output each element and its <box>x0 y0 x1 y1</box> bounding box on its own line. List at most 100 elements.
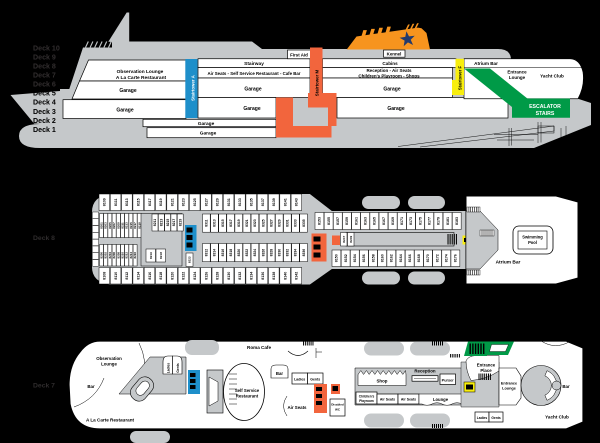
svg-text:WC: WC <box>335 408 341 412</box>
svg-text:8117: 8117 <box>148 198 152 206</box>
svg-text:8179: 8179 <box>437 217 441 225</box>
svg-text:Lounge: Lounge <box>101 362 117 367</box>
svg-text:8219: 8219 <box>178 219 182 227</box>
svg-text:8181: 8181 <box>446 217 450 225</box>
svg-text:8130: 8130 <box>227 272 231 280</box>
svg-text:A La Carte Restaurant: A La Carte Restaurant <box>86 418 135 423</box>
svg-text:8327: 8327 <box>269 219 273 227</box>
svg-text:Yacht Club: Yacht Club <box>540 74 564 79</box>
svg-text:8211: 8211 <box>153 219 157 226</box>
svg-text:8318: 8318 <box>229 249 233 257</box>
svg-text:8215: 8215 <box>166 219 170 227</box>
svg-text:8208: 8208 <box>116 252 120 259</box>
svg-text:Self Service: Self Service <box>235 388 260 393</box>
svg-text:8223: 8223 <box>188 256 192 263</box>
svg-text:8217: 8217 <box>172 219 176 227</box>
svg-text:8219: 8219 <box>137 222 141 229</box>
svg-text:Deck 1: Deck 1 <box>33 126 56 134</box>
svg-text:8247: 8247 <box>342 236 346 243</box>
svg-text:8163: 8163 <box>363 217 367 225</box>
svg-text:Garage: Garage <box>116 108 133 114</box>
svg-text:Swimming: Swimming <box>522 235 543 240</box>
svg-text:8113: 8113 <box>125 198 129 206</box>
svg-text:8159: 8159 <box>345 217 349 225</box>
svg-text:Deck 5: Deck 5 <box>33 90 56 98</box>
svg-text:8213: 8213 <box>160 219 164 227</box>
svg-text:8109: 8109 <box>103 198 107 206</box>
svg-text:Garage: Garage <box>383 87 400 93</box>
svg-text:8320: 8320 <box>237 249 241 257</box>
svg-text:8336: 8336 <box>302 249 306 257</box>
svg-text:8335: 8335 <box>302 219 306 227</box>
svg-text:8325: 8325 <box>261 219 265 227</box>
svg-text:8121: 8121 <box>170 198 174 206</box>
svg-text:8138: 8138 <box>272 272 276 280</box>
svg-text:Kennel: Kennel <box>387 52 402 57</box>
svg-text:8171: 8171 <box>400 217 404 225</box>
svg-text:8216: 8216 <box>149 252 153 259</box>
svg-text:8115: 8115 <box>136 198 140 206</box>
svg-text:8218: 8218 <box>159 252 163 259</box>
svg-text:8165: 8165 <box>373 217 377 225</box>
svg-text:8153: 8153 <box>318 217 322 225</box>
svg-text:8114: 8114 <box>136 272 140 280</box>
svg-text:8164: 8164 <box>399 254 403 262</box>
svg-text:Garage: Garage <box>387 106 404 112</box>
svg-text:Lounge: Lounge <box>433 397 449 402</box>
svg-text:Atrium Bar: Atrium Bar <box>496 260 521 266</box>
svg-text:8123: 8123 <box>182 198 186 206</box>
svg-text:Air Seats: Air Seats <box>287 405 307 410</box>
svg-text:Deck 6: Deck 6 <box>33 81 56 89</box>
svg-text:8215: 8215 <box>129 222 133 229</box>
svg-text:8316: 8316 <box>221 249 225 257</box>
svg-text:Deck 7: Deck 7 <box>33 72 56 80</box>
svg-text:8112: 8112 <box>125 272 129 280</box>
svg-text:8133: 8133 <box>238 198 242 206</box>
svg-text:8207: 8207 <box>112 222 116 229</box>
svg-text:Place: Place <box>480 368 492 373</box>
svg-text:Stairtower M: Stairtower M <box>315 69 320 96</box>
svg-text:8142: 8142 <box>295 272 299 280</box>
svg-text:Garage: Garage <box>119 88 136 94</box>
svg-text:8167: 8167 <box>382 217 386 225</box>
svg-text:8126: 8126 <box>204 272 208 280</box>
svg-text:Stairtower F: Stairtower F <box>458 65 463 90</box>
svg-text:8150: 8150 <box>335 254 339 262</box>
svg-text:8111: 8111 <box>114 198 118 206</box>
svg-text:Air Seats: Air Seats <box>401 398 416 402</box>
svg-text:8206: 8206 <box>112 252 116 259</box>
svg-text:8108: 8108 <box>103 272 107 280</box>
svg-text:8322: 8322 <box>245 249 249 257</box>
svg-text:8311: 8311 <box>205 219 209 226</box>
svg-text:ESCALATOR: ESCALATOR <box>529 104 561 110</box>
svg-text:8131: 8131 <box>227 198 231 206</box>
svg-text:8328: 8328 <box>269 249 273 257</box>
svg-text:8205: 8205 <box>108 222 112 229</box>
svg-text:8216: 8216 <box>133 252 137 259</box>
svg-text:Gents: Gents <box>176 363 180 373</box>
svg-text:Ladies: Ladies <box>167 363 171 374</box>
svg-text:8329: 8329 <box>277 219 281 227</box>
svg-text:Deck 4: Deck 4 <box>33 99 56 107</box>
svg-text:Disabled: Disabled <box>331 403 344 407</box>
svg-text:Deck 2: Deck 2 <box>33 117 56 125</box>
svg-text:8213: 8213 <box>125 222 129 229</box>
svg-text:Lounge: Lounge <box>509 75 526 80</box>
svg-text:Entrance: Entrance <box>477 363 496 368</box>
svg-text:Air Seats - Self Service Resta: Air Seats - Self Service Restaurant - Ca… <box>208 71 301 76</box>
svg-text:Gents: Gents <box>491 416 501 420</box>
svg-text:Ladies: Ladies <box>477 416 488 420</box>
svg-text:A La Carte Restaurant: A La Carte Restaurant <box>116 75 167 81</box>
svg-text:8127: 8127 <box>204 198 208 206</box>
svg-text:Garage: Garage <box>244 87 261 93</box>
svg-text:8200: 8200 <box>100 252 104 259</box>
svg-text:8324: 8324 <box>253 249 257 257</box>
svg-text:Observation Lounge: Observation Lounge <box>117 69 164 75</box>
svg-text:Garage: Garage <box>200 131 217 137</box>
svg-text:8152: 8152 <box>344 254 348 262</box>
svg-text:Children's Playroom - Shops: Children's Playroom - Shops <box>358 73 420 78</box>
svg-text:8331: 8331 <box>286 219 290 227</box>
svg-text:8132: 8132 <box>238 272 242 280</box>
svg-text:8124: 8124 <box>193 272 197 280</box>
svg-text:Shop: Shop <box>377 379 388 384</box>
